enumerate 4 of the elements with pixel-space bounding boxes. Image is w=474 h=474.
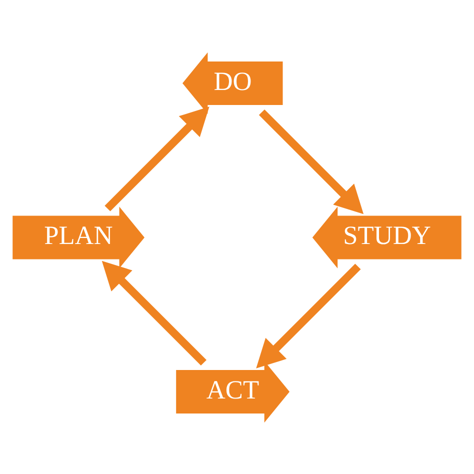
arrow bbox=[104, 106, 210, 211]
arrow bbox=[256, 263, 361, 368]
arrow bbox=[102, 260, 206, 366]
arrow bbox=[258, 108, 364, 214]
